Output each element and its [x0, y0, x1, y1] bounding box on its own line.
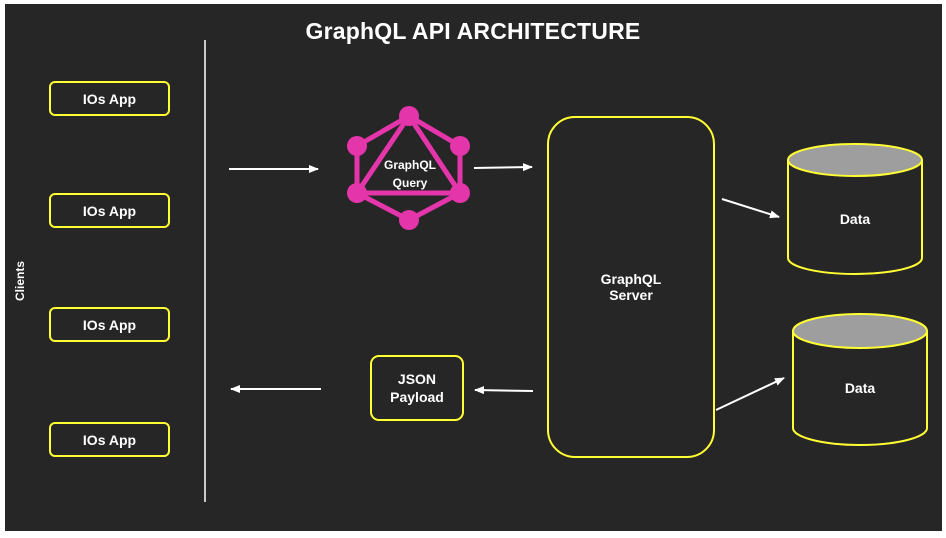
clients-label: Clients [13, 261, 27, 302]
server-label-line2: Server [609, 287, 653, 303]
arrow-server-to-data-bottom [715, 377, 785, 411]
json-payload-line2: Payload [390, 389, 444, 405]
json-payload-line1: JSON [397, 371, 437, 387]
database-label-bottom: Data [844, 380, 876, 396]
client-box-ios-app-4: IOs App [49, 422, 170, 457]
json-payload-box: JSON Payload [370, 355, 464, 421]
arrow-query-to-server [473, 163, 533, 172]
graphql-logo-icon [347, 106, 470, 230]
graphql-query-line1: GraphQL [383, 158, 436, 172]
graphql-query-line2: Query [392, 176, 428, 190]
client-box-label: IOs App [82, 316, 137, 333]
database-label-top: Data [839, 211, 871, 227]
client-box-label: IOs App [82, 202, 137, 219]
graphql-server-box: GraphQL Server [547, 116, 715, 458]
client-box-label: IOs App [82, 90, 137, 107]
client-box-label: IOs App [82, 431, 137, 448]
diagram-canvas [5, 4, 942, 531]
diagram-title: GraphQL API ARCHITECTURE [305, 18, 641, 44]
client-box-ios-app-1: IOs App [49, 81, 170, 116]
client-box-ios-app-3: IOs App [49, 307, 170, 342]
database-cylinder-top [787, 143, 923, 275]
arrow-server-to-data-top [721, 198, 780, 219]
graphql-query-label: GraphQL Query [372, 156, 448, 192]
server-label-line1: GraphQL [600, 271, 662, 287]
database-cylinder-bottom [792, 313, 928, 446]
arrow-server-to-json [474, 386, 534, 395]
client-box-ios-app-2: IOs App [49, 193, 170, 228]
